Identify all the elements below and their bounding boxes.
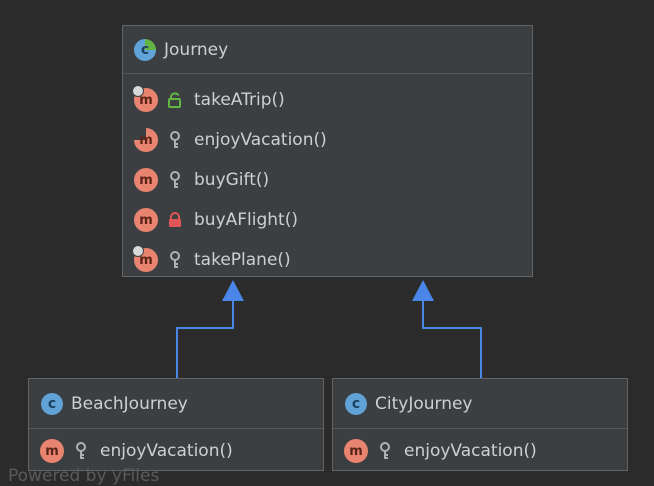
pin-icon (132, 85, 144, 97)
class-header: c Journey (123, 26, 532, 74)
method-name: enjoyVacation() (404, 441, 537, 461)
method-row-takeplane[interactable]: m takePlane() (123, 240, 532, 280)
method-icon: m (344, 439, 368, 463)
method-final-icon: m (132, 245, 158, 272)
package-key-icon (72, 441, 90, 461)
method-name: enjoyVacation() (100, 441, 233, 461)
method-icon: m (134, 208, 158, 232)
public-unlock-icon (166, 90, 184, 110)
method-icon: m (134, 168, 158, 192)
edge-arrowhead-city (412, 280, 434, 301)
method-row-takeatrip[interactable]: m takeATrip() (123, 80, 532, 120)
method-abstract-icon: m (134, 128, 158, 152)
method-list: m enjoyVacation() (29, 429, 323, 471)
method-name: enjoyVacation() (194, 130, 327, 150)
private-lock-icon (166, 210, 184, 230)
edge-cityjourney-to-journey (422, 300, 482, 378)
method-row-enjoyvacation[interactable]: m enjoyVacation() (29, 431, 323, 471)
package-key-icon (166, 170, 184, 190)
method-name: buyAFlight() (194, 210, 298, 230)
method-name: buyGift() (194, 170, 270, 190)
class-name: CityJourney (375, 393, 473, 414)
package-key-icon (376, 441, 394, 461)
package-key-icon (166, 130, 184, 150)
class-name: Journey (164, 39, 229, 60)
class-name: BeachJourney (71, 393, 188, 414)
watermark-text: Powered by yFiles (8, 466, 160, 486)
abstract-class-icon: c (134, 38, 156, 61)
method-row-enjoyvacation[interactable]: m enjoyVacation() (123, 120, 532, 160)
class-node-journey[interactable]: c Journey m takeATrip() m enjoyVacation(… (122, 25, 533, 277)
method-final-icon: m (132, 85, 158, 112)
class-node-beachjourney[interactable]: c BeachJourney m enjoyVacation() (28, 378, 324, 471)
package-key-icon (166, 250, 184, 270)
method-icon: m (40, 439, 64, 463)
edge-arrowhead-beach (222, 280, 244, 301)
pin-icon (132, 245, 144, 257)
class-header: c CityJourney (333, 379, 627, 429)
class-node-cityjourney[interactable]: c CityJourney m enjoyVacation() (332, 378, 628, 471)
method-row-buyaflight[interactable]: m buyAFlight() (123, 200, 532, 240)
class-icon: c (41, 392, 63, 415)
class-icon: c (345, 392, 367, 415)
class-header: c BeachJourney (29, 379, 323, 429)
method-name: takeATrip() (194, 90, 285, 110)
method-row-enjoyvacation[interactable]: m enjoyVacation() (333, 431, 627, 471)
method-name: takePlane() (194, 250, 291, 270)
method-list: m takeATrip() m enjoyVacation() m buyGif… (123, 74, 532, 280)
method-row-buygift[interactable]: m buyGift() (123, 160, 532, 200)
edge-beachjourney-to-journey (176, 300, 234, 378)
method-list: m enjoyVacation() (333, 429, 627, 471)
